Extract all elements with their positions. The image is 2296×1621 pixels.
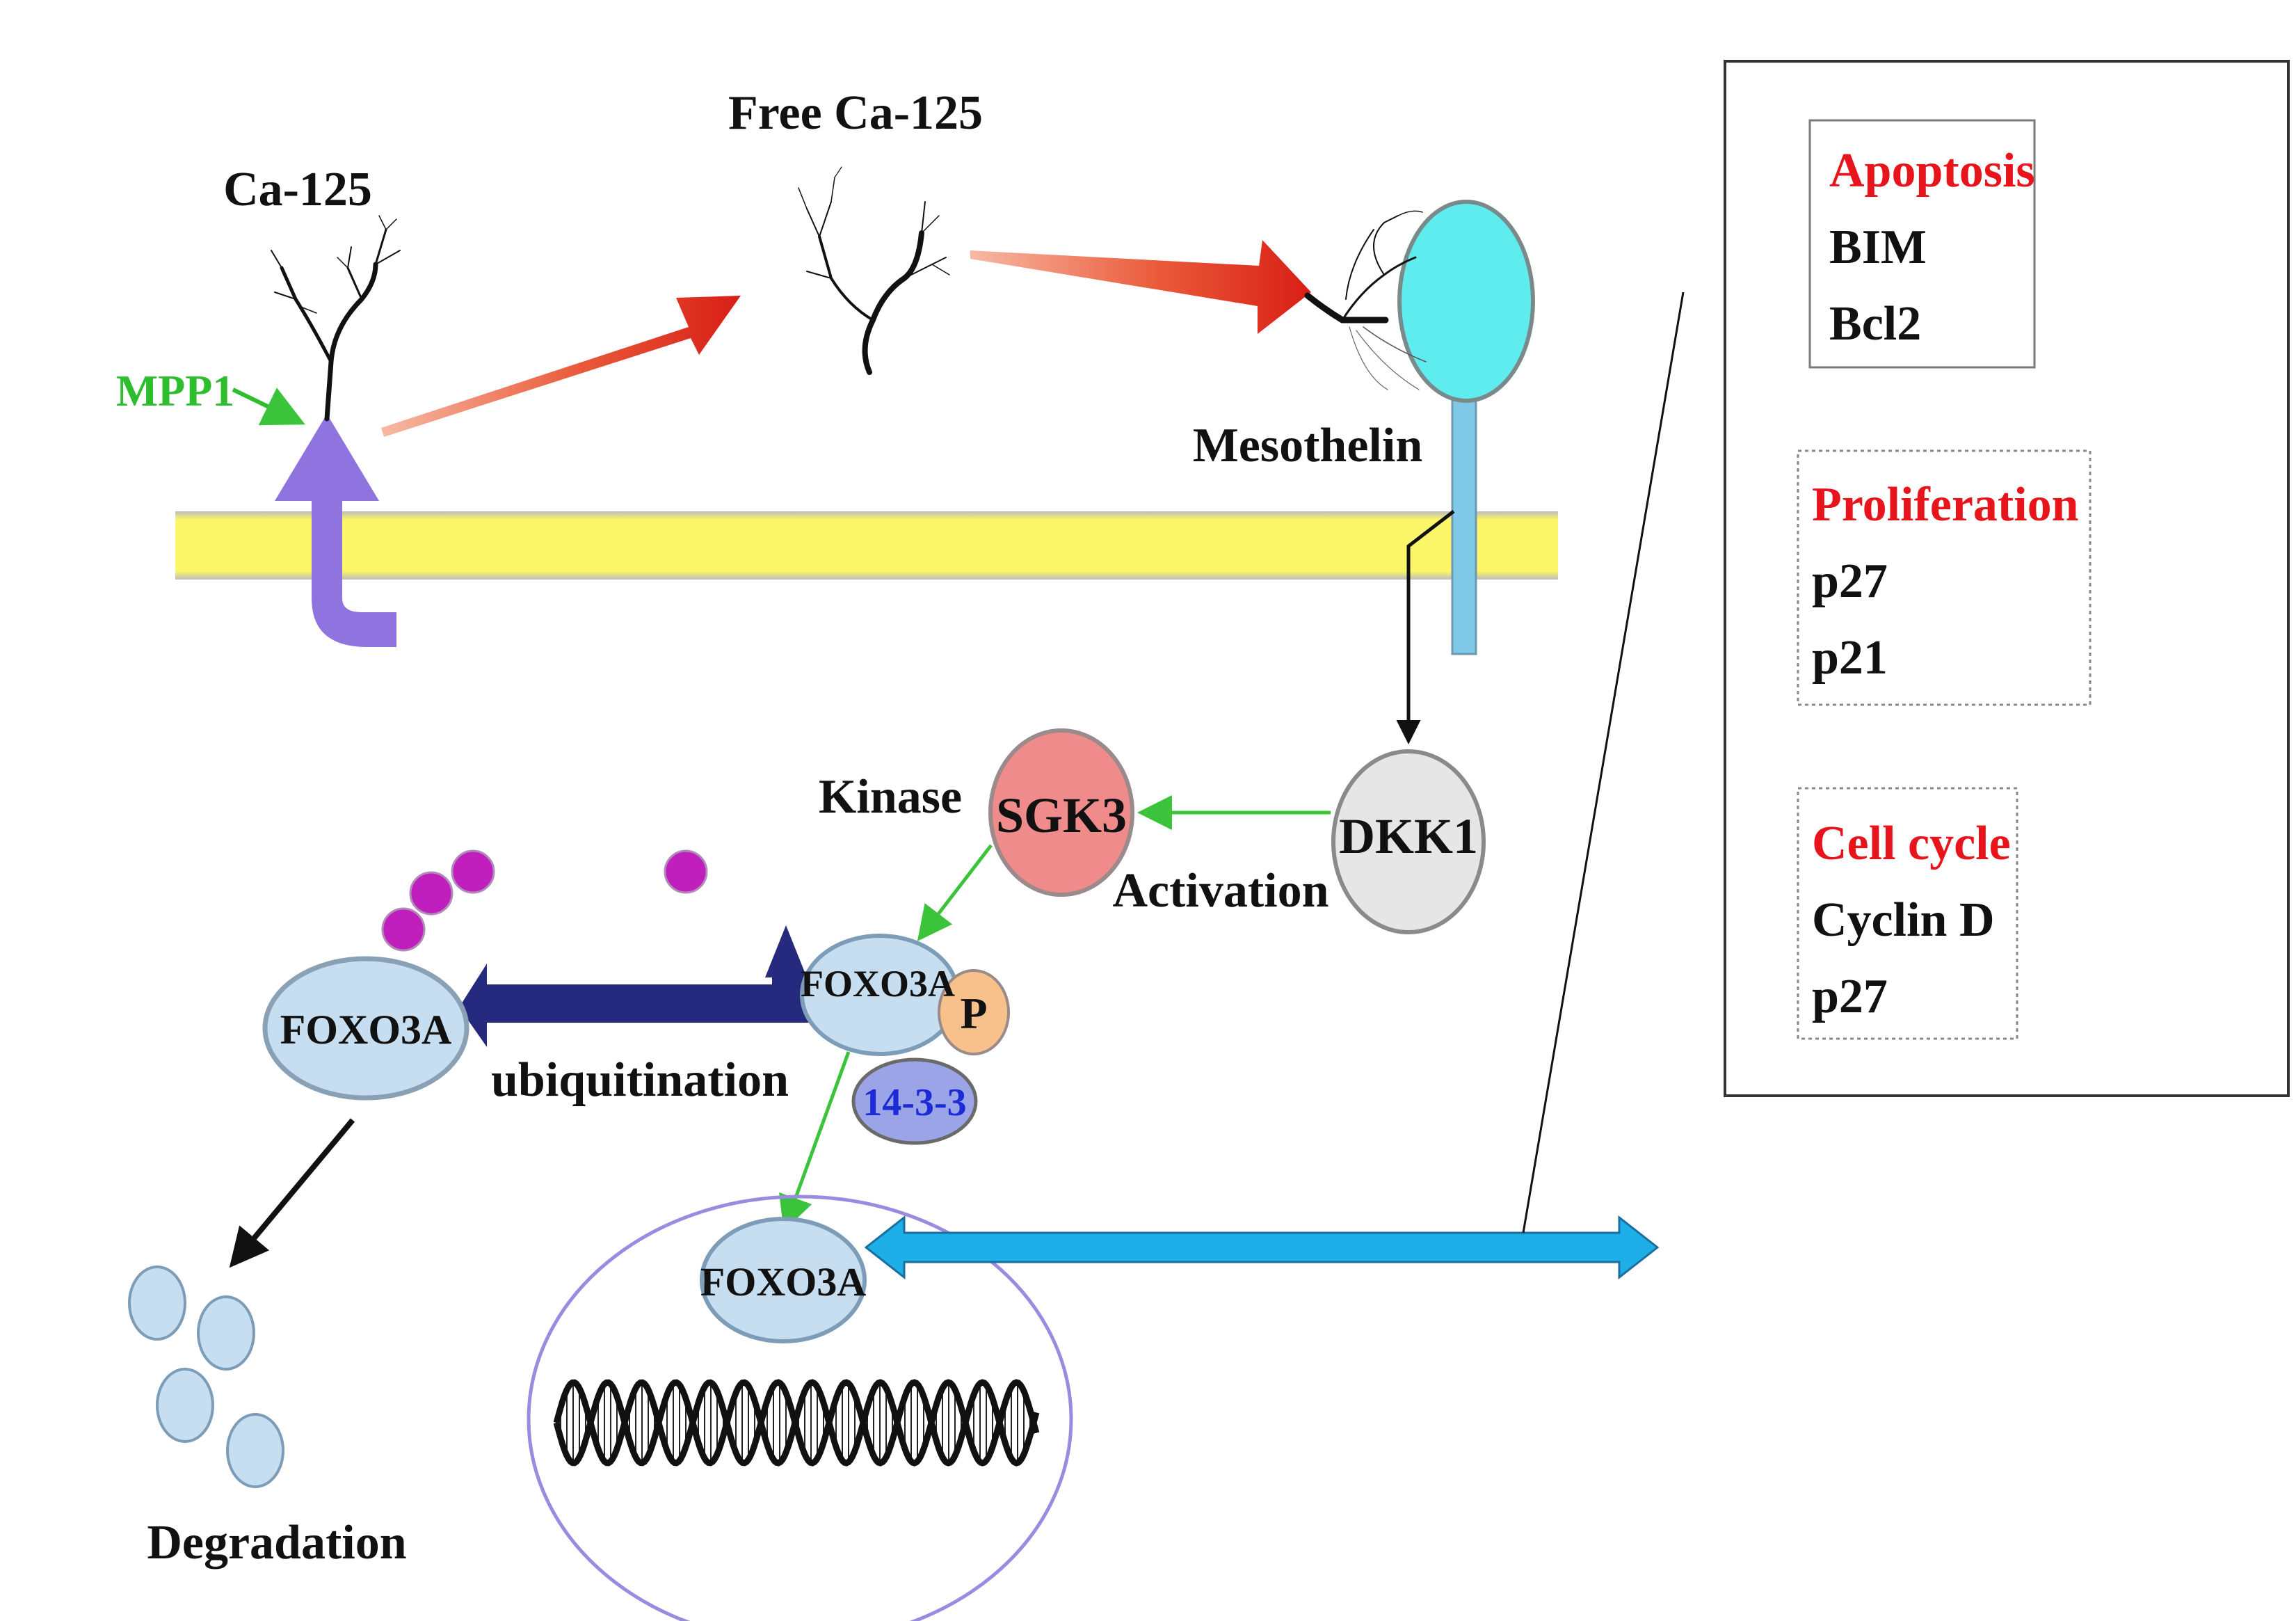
dkk1-node[interactable] — [1331, 749, 1486, 934]
transcription-double-arrow — [864, 1215, 1660, 1280]
cell-cycle-title: Cell cycle — [1812, 817, 2011, 870]
mesothelin-receptor — [1397, 200, 1535, 655]
ca125-label: Ca-125 — [223, 163, 372, 216]
red-arrow-binding — [970, 240, 1311, 334]
foxo3a-nucleus-label: FOXO3A — [700, 1259, 867, 1304]
proliferation-gene: p27 — [1812, 554, 1888, 608]
mpp1-pointer — [232, 388, 305, 426]
foxo3a-complex-label: FOXO3A — [801, 963, 955, 1005]
free-ca125-label: Free Ca-125 — [728, 86, 983, 140]
free-ca125-icon — [798, 166, 950, 375]
phosphate-node[interactable] — [938, 969, 1010, 1055]
ubiquitin-dot — [451, 849, 495, 894]
cell-cycle-gene: Cyclin D — [1812, 893, 1995, 947]
apoptosis-gene: BIM — [1829, 221, 1927, 274]
nucleus — [527, 1195, 1073, 1621]
degraded-fragment — [128, 1265, 186, 1341]
dna-helix-icon — [553, 1379, 1040, 1467]
target-genes-panel — [1724, 60, 2290, 1097]
degraded-fragment — [156, 1368, 214, 1443]
ubiquitination-label: ubiquitination — [491, 1053, 789, 1107]
degraded-fragment — [226, 1413, 284, 1488]
mesothelin-to-dkk1-line — [1396, 510, 1455, 744]
degradation-fragments — [128, 1265, 284, 1488]
dkk1-label: DKK1 — [1339, 808, 1478, 864]
ubiquitin-dots — [381, 849, 708, 952]
proliferation-gene: p21 — [1812, 631, 1888, 685]
foxo3a-cytoplasm-label: FOXO3A — [280, 1007, 452, 1053]
red-arrow-release — [381, 296, 741, 437]
purple-transport-arrow — [275, 414, 396, 647]
foxo3a-nucleus-node[interactable] — [700, 1217, 867, 1343]
cell-membrane — [175, 511, 1558, 580]
cell-cycle-gene: p27 — [1812, 970, 1888, 1023]
proliferation-title: Proliferation — [1812, 478, 2079, 532]
sgk3-to-foxo3a-arrow — [917, 844, 993, 941]
protein-1433-label: 14-3-3 — [862, 1081, 966, 1124]
ubiquitination-arrow — [459, 925, 817, 1047]
cell-cycle-box — [1797, 787, 2018, 1040]
sgk3-node[interactable] — [988, 728, 1134, 897]
sgk3-label: SGK3 — [996, 788, 1127, 843]
dna-strand — [553, 1379, 1040, 1467]
ubiquitin-dot — [664, 849, 708, 894]
ubiquitin-dot — [381, 907, 426, 952]
kinase-label: Kinase — [819, 770, 962, 824]
degradation-label: Degradation — [147, 1516, 406, 1570]
ubiquitin-dot — [409, 871, 453, 916]
bound-ca125-icon — [1304, 210, 1427, 390]
callout-line — [1522, 292, 1685, 1233]
apoptosis-title: Apoptosis — [1829, 144, 2035, 198]
degraded-fragment — [197, 1295, 255, 1371]
apoptosis-box — [1808, 119, 2036, 369]
ca125-tree-icon — [271, 215, 401, 422]
foxo3a-cytoplasm-node[interactable] — [262, 956, 469, 1101]
protein-1433-node[interactable] — [851, 1057, 978, 1145]
mpp1-label: MPP1 — [116, 366, 235, 415]
phosphate-label: P — [960, 989, 987, 1038]
apoptosis-gene: Bcl2 — [1829, 297, 1921, 351]
proliferation-box — [1797, 449, 2092, 706]
degradation-arrow — [229, 1118, 355, 1268]
activation-label: Activation — [1112, 864, 1328, 918]
mesothelin-label: Mesothelin — [1193, 419, 1423, 472]
